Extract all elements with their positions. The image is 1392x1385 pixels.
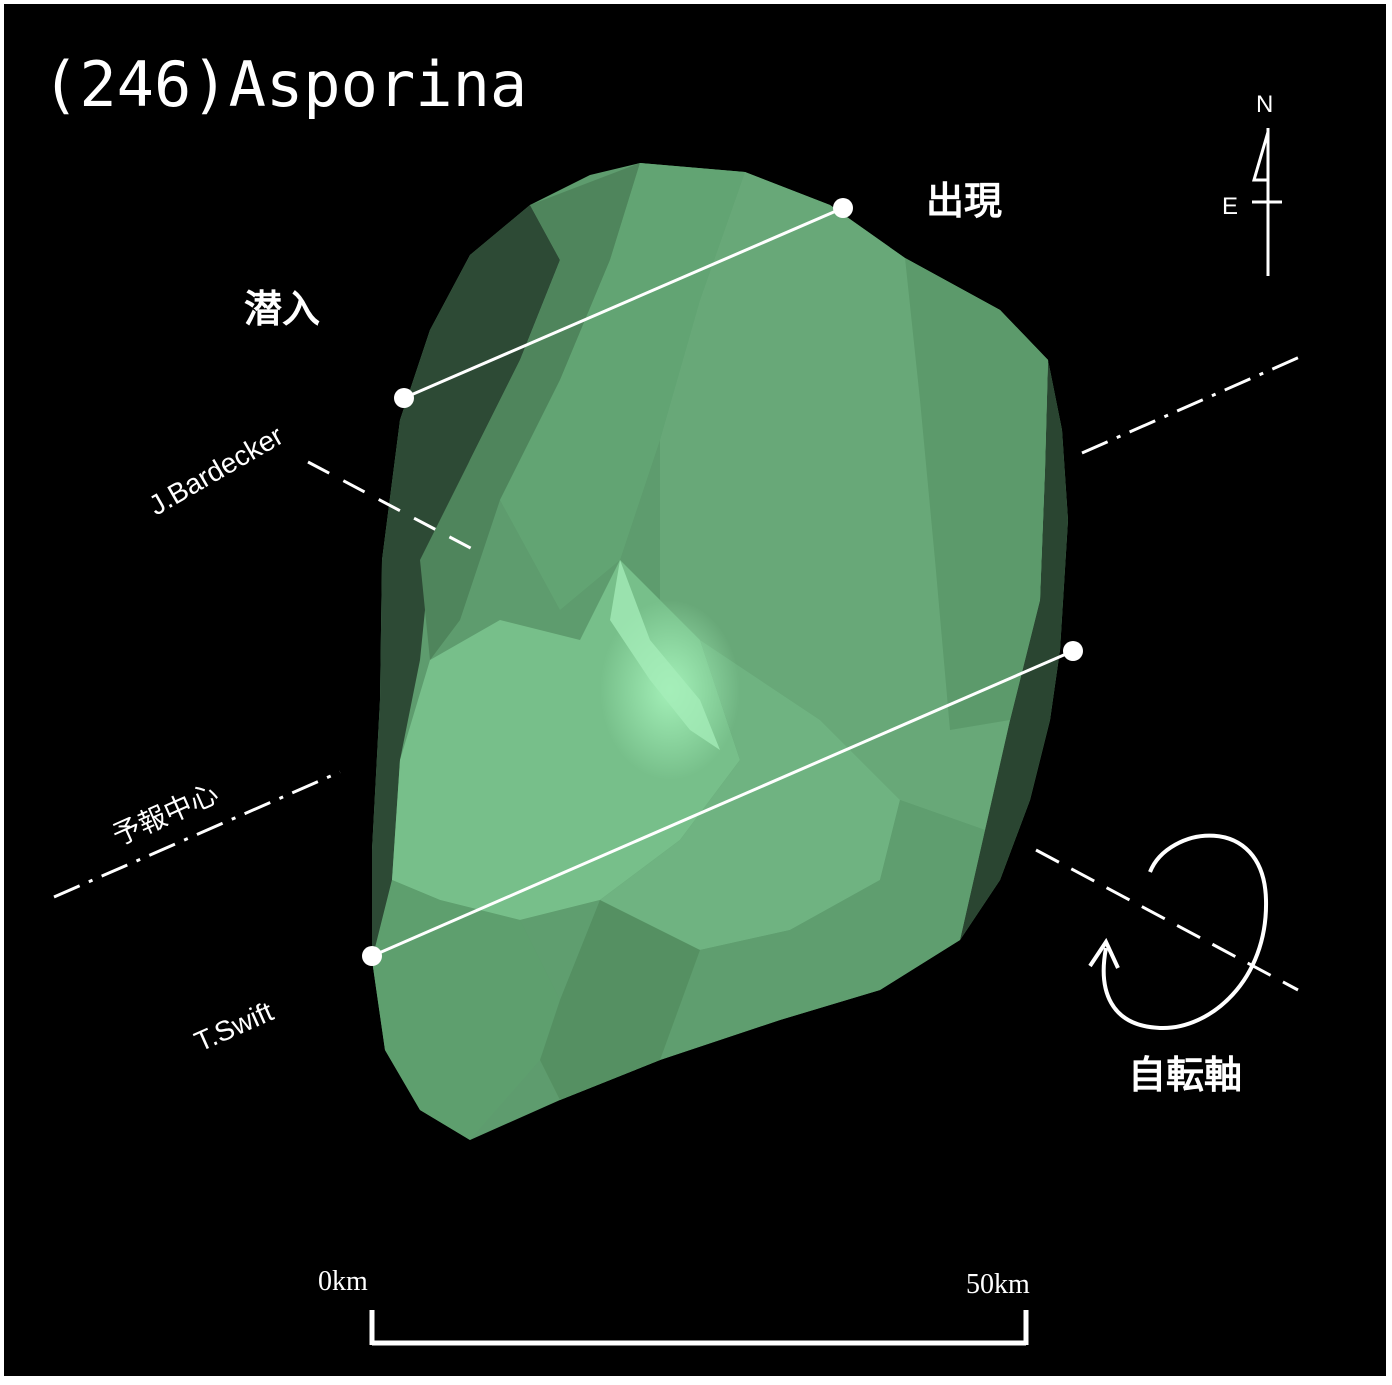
rotation-axis-line [1035,848,1299,992]
scale-end-label: 50km [966,1269,1030,1300]
scale-bar [369,1310,1029,1346]
compass [1252,128,1282,276]
disappearance-label: 潜入 [244,287,320,331]
chord-swift [362,641,1083,966]
bardecker-dashed-line [307,460,479,554]
predicted-center-line-right [1081,354,1303,455]
title: (246)Asporina [42,48,527,121]
scale-start-label: 0km [318,1266,368,1297]
compass-north-label: N [1256,91,1273,118]
compass-east-label: E [1222,193,1238,220]
rotation-arrow-icon [1088,833,1269,1031]
chord-bardecker [394,198,853,408]
asteroid-shape [372,163,1068,1140]
predicted-center-line-left [53,770,341,899]
rotation-axis-label: 自転軸 [1128,1053,1242,1097]
reappearance-label: 出現 [926,179,1002,223]
